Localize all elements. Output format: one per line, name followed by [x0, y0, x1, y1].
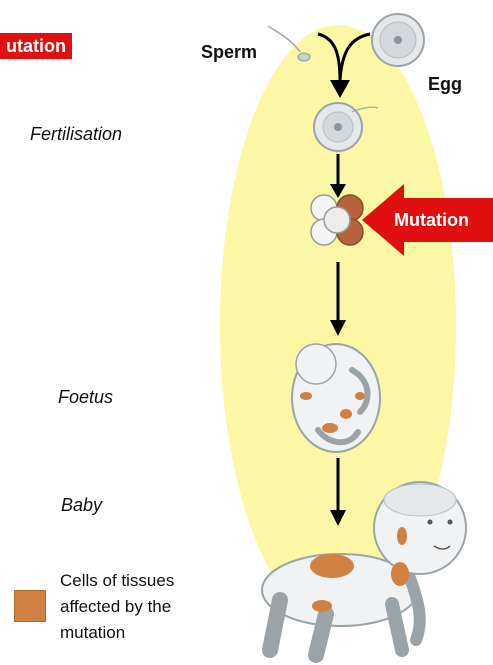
sperm-label: Sperm [201, 42, 257, 63]
legend-line-2: affected by the [60, 594, 260, 620]
legend-text: Cells of tissues affected by the mutatio… [60, 568, 260, 646]
foetus-icon [292, 344, 380, 452]
egg-icon [372, 14, 424, 66]
legend-swatch [14, 590, 46, 622]
legend-line-3: mutation [60, 620, 260, 646]
fertilisation-label: Fertilisation [30, 124, 122, 145]
legend-line-1: Cells of tissues [60, 568, 260, 594]
egg-label: Egg [428, 74, 462, 95]
mutation-arrow-label: Mutation [394, 210, 469, 231]
baby-label: Baby [61, 495, 102, 516]
mutation-badge-top-left: utation [0, 33, 72, 59]
foetus-label: Foetus [58, 387, 113, 408]
